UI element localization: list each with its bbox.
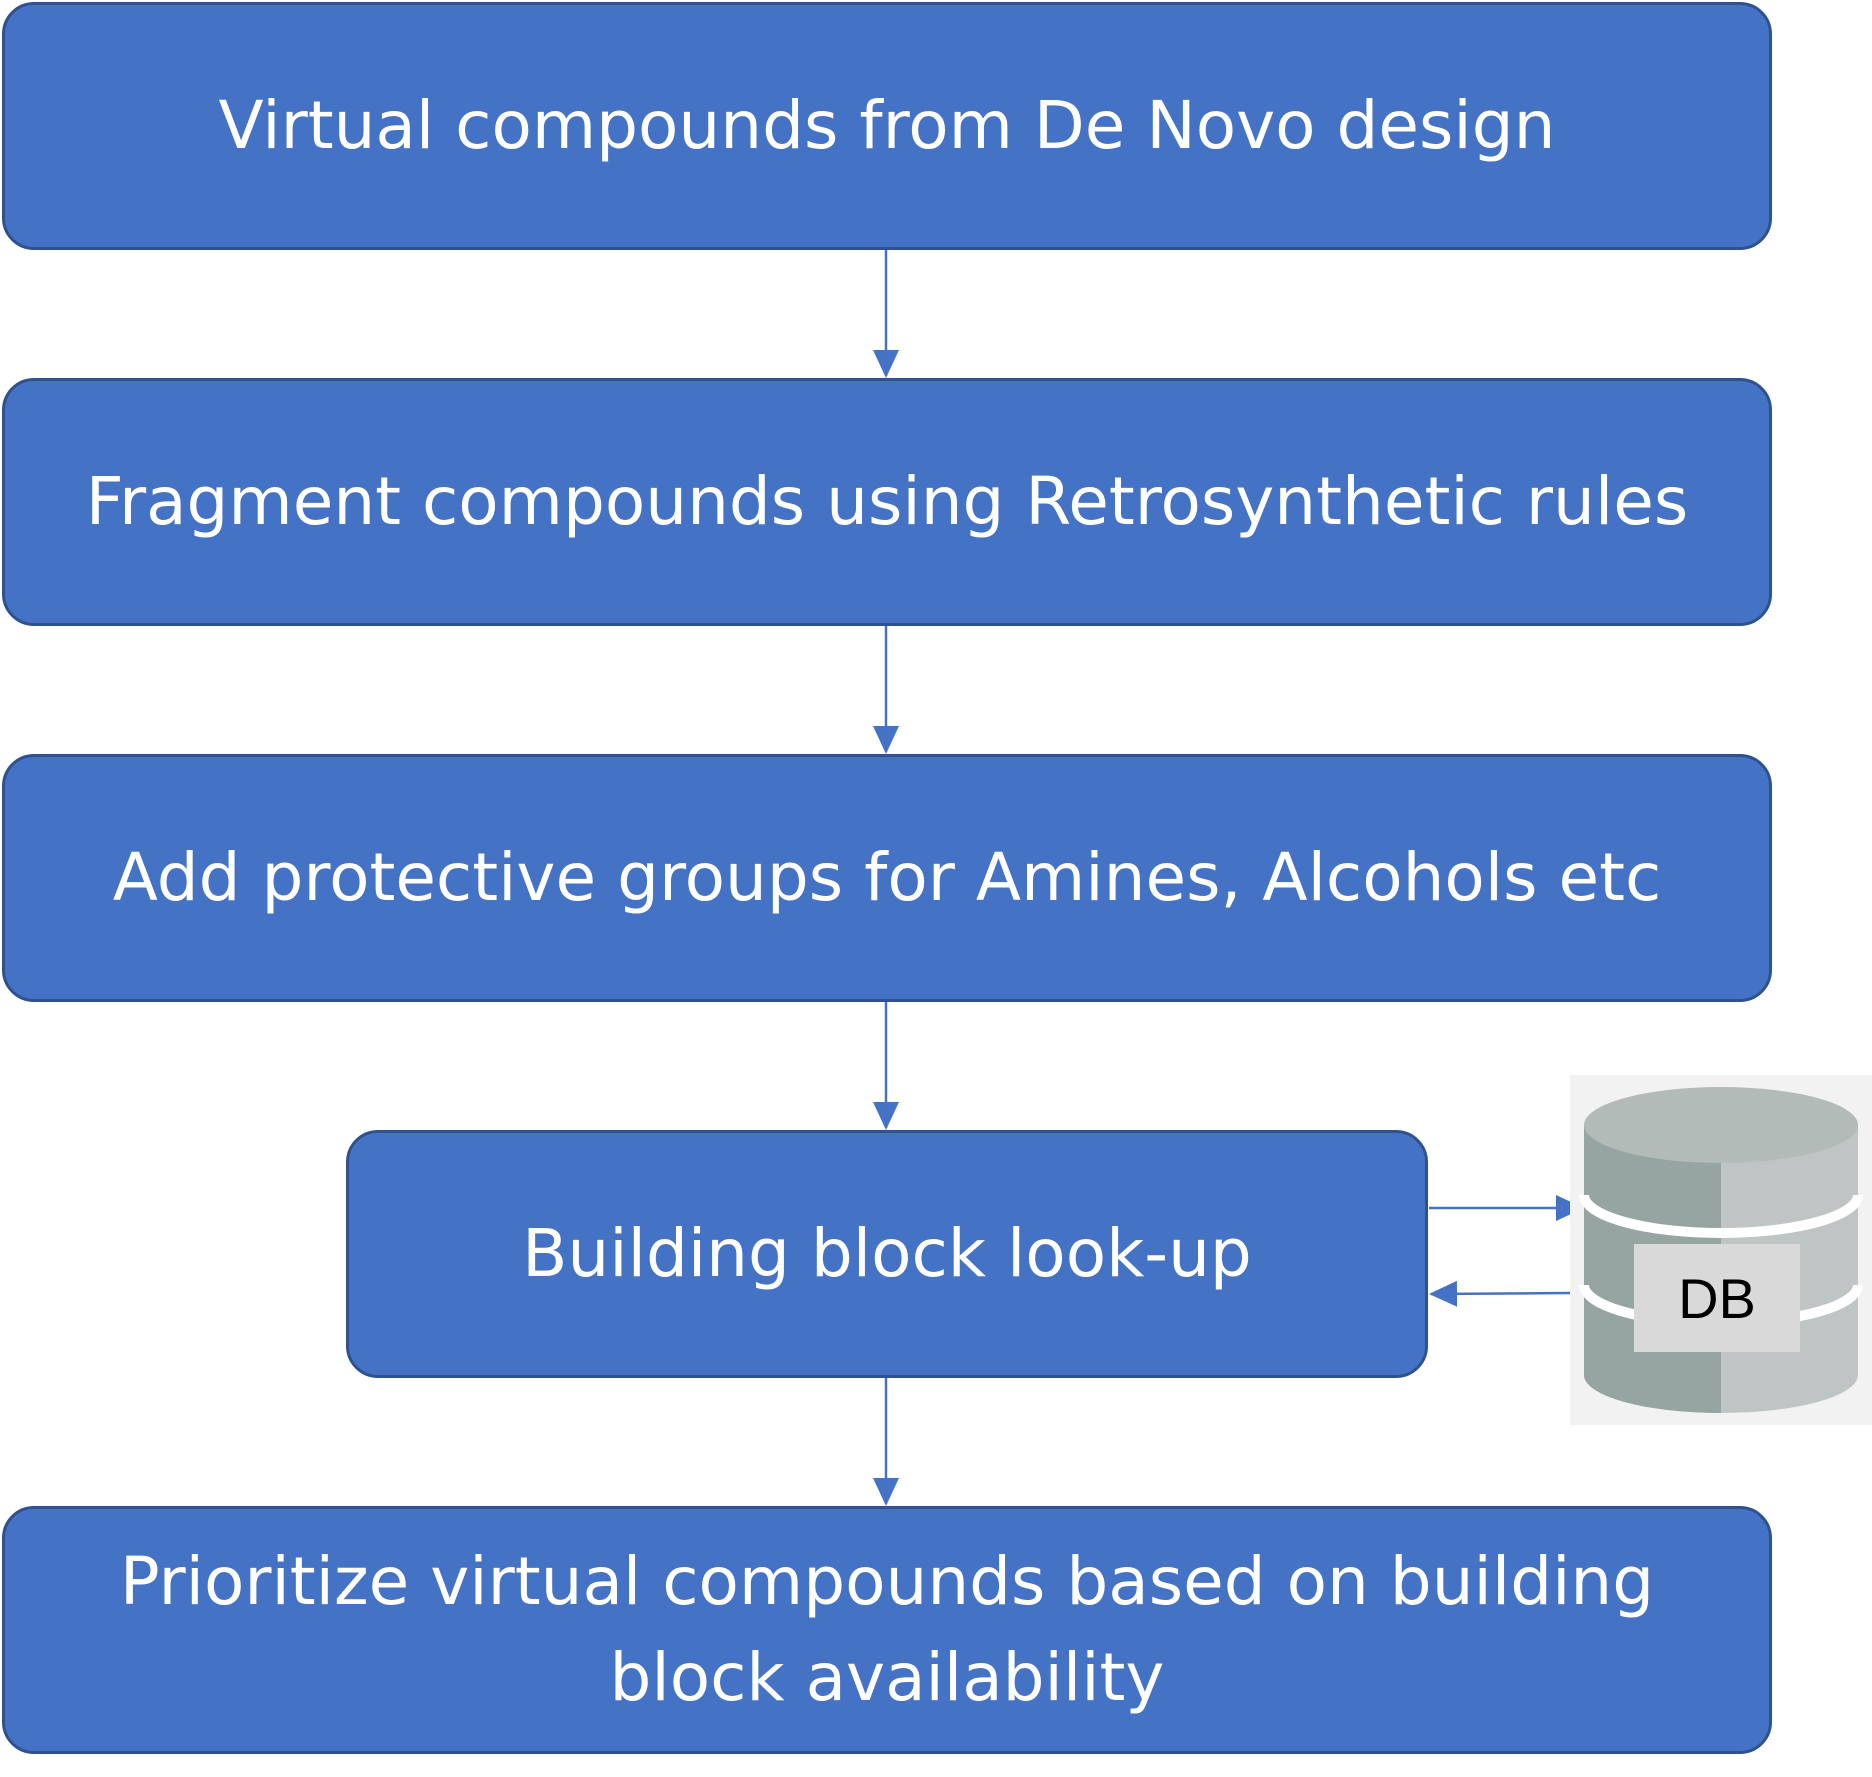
arrow-db-to-lookup: [1429, 1280, 1571, 1307]
step-label: Prioritize virtual compounds based on bu…: [119, 1543, 1655, 1716]
step-prioritize-compounds: Prioritize virtual compounds based on bu…: [2, 1506, 1772, 1754]
step-label: Add protective groups for Amines, Alcoho…: [112, 839, 1662, 917]
step-virtual-compounds: Virtual compounds from De Novo design: [2, 2, 1772, 250]
step-fragment-compounds: Fragment compounds using Retrosynthetic …: [2, 378, 1772, 626]
database-label: DB: [1634, 1244, 1800, 1352]
step-label: Building block look-up: [522, 1215, 1252, 1293]
step-label: Virtual compounds from De Novo design: [218, 87, 1556, 165]
step-building-block-lookup: Building block look-up: [346, 1130, 1428, 1378]
step-label: Fragment compounds using Retrosynthetic …: [85, 463, 1689, 541]
step-add-protective-groups: Add protective groups for Amines, Alcoho…: [2, 754, 1772, 1002]
